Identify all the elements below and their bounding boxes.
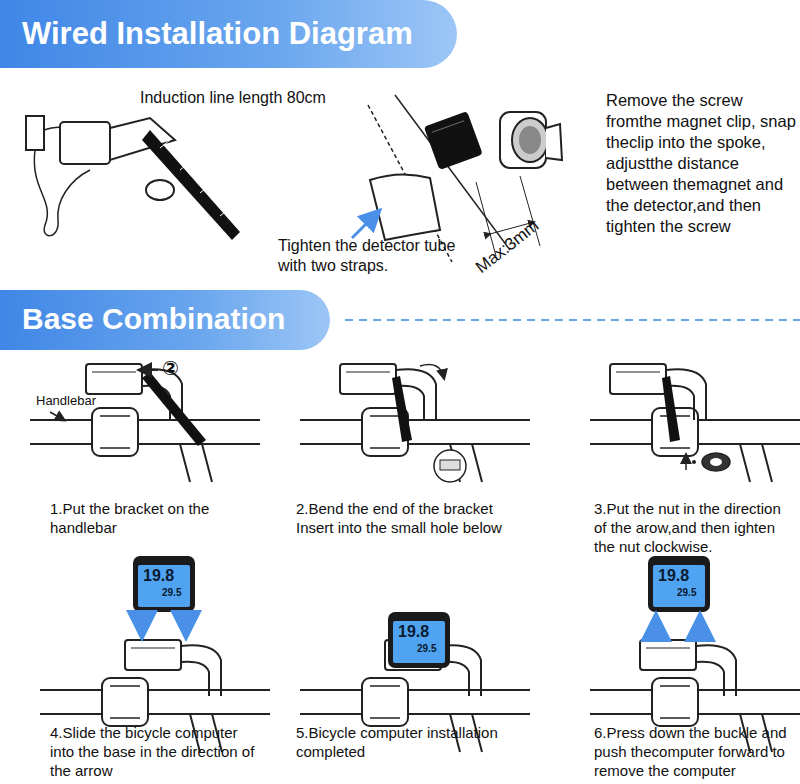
instruction-note: Remove the screw fromthe magnet clip, sn… — [606, 90, 796, 237]
annotation: Tighten the detector tube with two strap… — [278, 236, 468, 276]
step-caption: 5.Bicycle computer installation complete… — [296, 724, 521, 762]
display-reading: 19.8 — [658, 566, 689, 586]
annotation: Induction line length 80cm — [140, 88, 326, 108]
callout-number: ② — [162, 356, 179, 381]
step-caption: 6.Press down the buckle and push thecomp… — [594, 724, 796, 780]
step-caption: 2.Bend the end of the bracket Insert int… — [296, 500, 521, 538]
display-reading: 29.5 — [162, 587, 181, 600]
display-reading: 19.8 — [398, 622, 429, 642]
step-caption: 4.Slide the bicycle computer into the ba… — [50, 724, 260, 780]
step-caption: 1.Put the bracket on the handlebar — [50, 500, 250, 538]
section-heading: Base Combination — [22, 302, 285, 336]
display-reading: 29.5 — [417, 643, 436, 656]
title: Wired Installation Diagram — [22, 16, 413, 52]
part-name: Handlebar — [36, 393, 96, 409]
dimension: Max:3mm — [471, 215, 543, 278]
display-reading: 19.8 — [143, 566, 174, 586]
step-caption: 3.Put the nut in the direction of the ar… — [594, 500, 796, 556]
title-band: Wired Installation Diagram — [0, 0, 457, 68]
section-band: Base Combination — [0, 290, 330, 350]
display-reading: 29.5 — [677, 587, 696, 600]
